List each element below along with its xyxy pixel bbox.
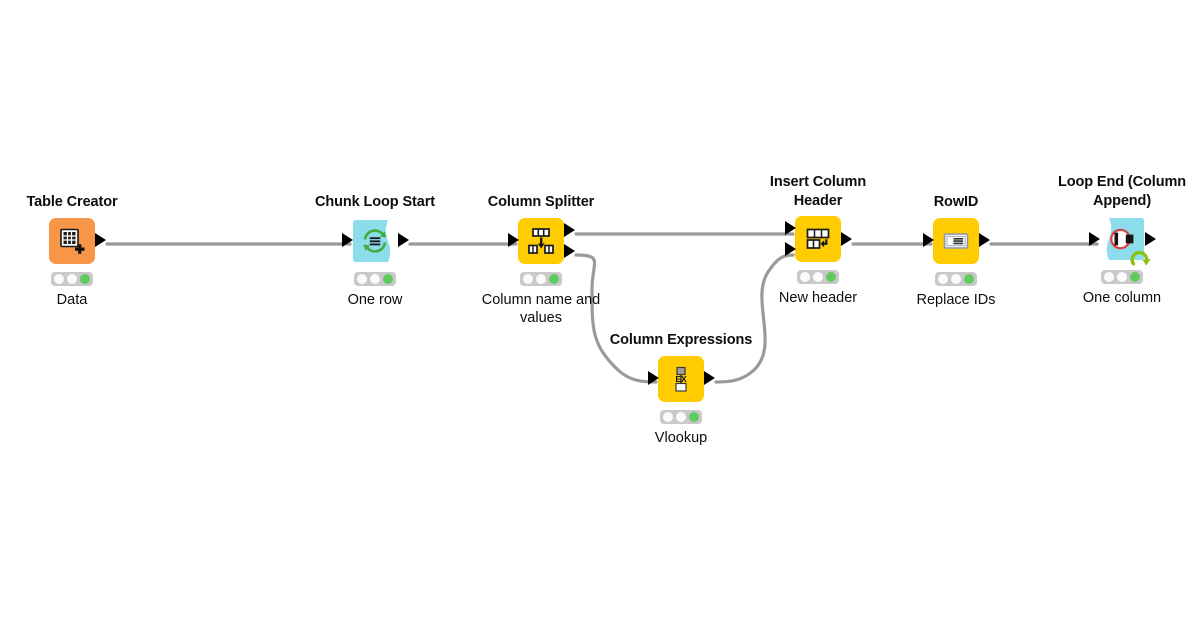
node-annotation: New header [778, 290, 858, 307]
loop-refresh-icon [363, 228, 387, 253]
column-split-icon [528, 227, 554, 254]
table-plus-icon [60, 228, 85, 254]
status-bar [660, 409, 702, 424]
node-table-creator[interactable]: Table Creator [9, 193, 135, 309]
loop-arrow-badge [1130, 250, 1151, 266]
node-title: Column Expressions [609, 332, 753, 348]
node-annotation: Replace IDs [916, 291, 996, 308]
row-id-document-icon [943, 232, 969, 249]
status-lamp-executed [1130, 272, 1140, 283]
status-lamp-idle [357, 273, 367, 284]
svg-text:EX: EX [675, 374, 687, 384]
status-lamp-queued [370, 273, 380, 284]
node-title: Chunk Loop Start [314, 194, 436, 210]
node-chunk-loop-start[interactable]: Chunk Loop Start [291, 193, 459, 309]
status-lamp-idle [1104, 272, 1114, 283]
output-port-top[interactable] [564, 222, 575, 237]
status-lamp-queued [951, 273, 961, 284]
node-icon-box[interactable] [49, 217, 95, 264]
output-port[interactable] [398, 233, 409, 248]
status-lamp-executed [689, 411, 699, 422]
node-insert-column-header[interactable]: Insert Column Header [755, 173, 881, 308]
node-annotation: One column [1082, 290, 1162, 307]
node-annotation: One row [347, 291, 403, 308]
status-lamp-idle [54, 273, 64, 284]
expression-ex-icon: EX [675, 366, 687, 392]
node-column-splitter[interactable]: Column Splitter [457, 193, 625, 328]
status-lamp-idle [800, 272, 810, 283]
status-bar [520, 271, 562, 286]
node-icon-box[interactable] [933, 217, 979, 264]
node-title: RowID [933, 194, 979, 210]
output-port[interactable] [95, 233, 106, 248]
node-title: Insert Column Header [769, 174, 867, 209]
node-annotation: Data [56, 291, 88, 308]
status-lamp-executed [964, 273, 974, 284]
status-lamp-idle [523, 273, 533, 284]
node-icon-box[interactable] [1099, 216, 1151, 266]
status-lamp-executed [383, 273, 393, 284]
loop-end-append-icon [1110, 228, 1134, 250]
status-lamp-queued [536, 273, 546, 284]
status-lamp-queued [67, 273, 77, 284]
output-port[interactable] [979, 233, 990, 248]
input-port[interactable] [508, 233, 519, 248]
status-lamp-queued [1117, 272, 1127, 283]
input-port[interactable] [342, 233, 353, 248]
node-column-expressions[interactable]: Column Expressions EX Vlookup [581, 331, 781, 447]
node-annotation: Vlookup [654, 429, 708, 446]
status-lamp-executed [80, 273, 90, 284]
input-port[interactable] [1089, 231, 1100, 246]
input-port-bottom[interactable] [785, 242, 796, 257]
input-port[interactable] [648, 371, 659, 386]
status-bar [354, 271, 396, 286]
status-lamp-queued [813, 272, 823, 283]
insert-header-icon [806, 228, 830, 249]
status-bar [935, 271, 977, 286]
node-title: Column Splitter [487, 194, 595, 210]
status-bar [797, 270, 839, 285]
status-bar [1101, 270, 1143, 285]
status-lamp-idle [663, 411, 673, 422]
output-port[interactable] [704, 371, 715, 386]
node-icon-box[interactable] [352, 218, 398, 264]
input-port[interactable] [923, 233, 934, 248]
status-lamp-idle [938, 273, 948, 284]
status-lamp-executed [826, 272, 836, 283]
status-bar [51, 271, 93, 286]
node-icon-box[interactable] [795, 216, 841, 263]
output-port-bottom[interactable] [564, 243, 575, 258]
output-port[interactable] [841, 231, 852, 246]
node-title: Loop End (Column Append) [1057, 174, 1187, 209]
node-loop-end[interactable]: Loop End (Column Append) [1038, 173, 1200, 308]
node-rowid[interactable]: RowID [893, 193, 1019, 309]
output-port[interactable] [1145, 231, 1156, 246]
status-lamp-queued [676, 411, 686, 422]
input-port-top[interactable] [785, 221, 796, 236]
status-lamp-executed [549, 273, 559, 284]
node-icon-box[interactable] [518, 217, 564, 264]
node-title: Table Creator [26, 194, 118, 210]
node-icon-box[interactable]: EX [658, 355, 704, 402]
node-annotation: Column name and values [481, 291, 601, 327]
